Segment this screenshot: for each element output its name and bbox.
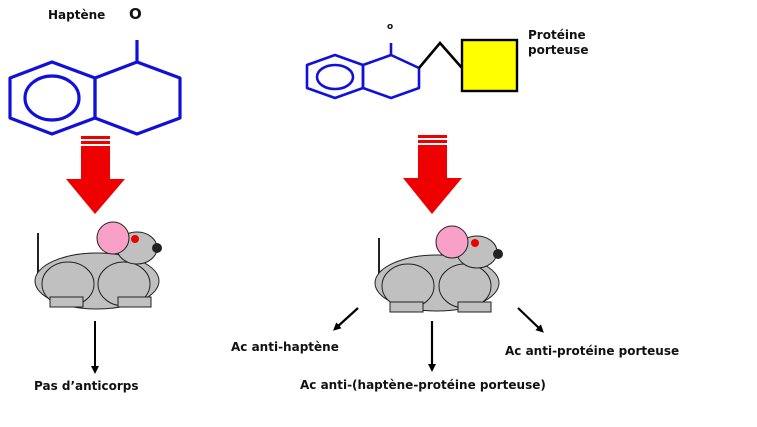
aromatic-circle [23, 74, 81, 122]
result-arrow-anti-hapten [333, 307, 359, 331]
hapten-molecule [8, 40, 182, 136]
anti-carrier-label: Ac anti-protéine porteuse [505, 344, 680, 358]
cyclohexane-ring [93, 60, 182, 136]
benzene-ring [8, 60, 97, 136]
anti-conjugate-label: Ac anti-(haptène-protéine porteuse) [300, 378, 546, 392]
immunization-arrow-left [66, 136, 125, 214]
carrier-protein-box [460, 38, 519, 93]
linker-chain [418, 41, 463, 69]
aromatic-circle-small [315, 63, 355, 91]
carrier-label-line2: porteuse [528, 43, 589, 57]
conjugate-molecule [305, 43, 421, 100]
hapten-label: Haptène [48, 8, 106, 22]
cyclohexane-ring-small [361, 53, 421, 100]
immunization-arrow-right [403, 135, 462, 214]
carrier-label-line1: Protéine [528, 28, 586, 42]
mouse-left [34, 221, 162, 310]
oxygen-label-left: O [129, 5, 142, 23]
no-antibody-label: Pas d’anticorps [34, 379, 139, 393]
mouse-right [374, 225, 503, 313]
anti-hapten-label: Ac anti-haptène [231, 340, 339, 354]
result-arrow-anti-carrier [517, 307, 544, 333]
oxygen-label-right: o [387, 22, 394, 32]
benzene-ring-small [305, 53, 365, 100]
